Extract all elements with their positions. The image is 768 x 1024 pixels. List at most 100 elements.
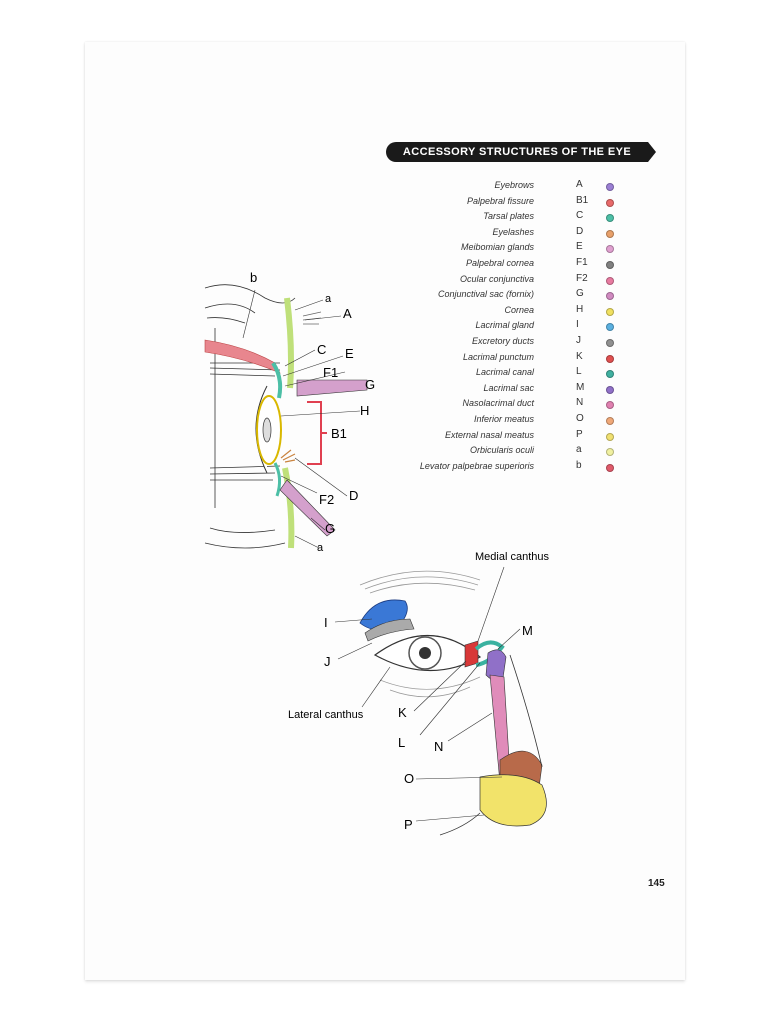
legend-name: Lacrimal punctum xyxy=(462,351,534,362)
legend-row: Ocular conjunctiva F2 xyxy=(420,272,620,290)
legend-letter: H xyxy=(576,303,584,315)
legend-name: Eyebrows xyxy=(494,180,534,190)
label-lateral-canthus: Lateral canthus xyxy=(288,709,364,721)
legend-color-dot xyxy=(606,448,614,457)
legend-row: Lacrimal gland I xyxy=(420,319,620,336)
legend-letter: D xyxy=(576,225,584,237)
nose-outline xyxy=(439,654,543,836)
page-title: ACCESSORY STRUCTURES OF THE EYE xyxy=(386,142,656,162)
pupil xyxy=(419,647,431,659)
label-a-bottom: a xyxy=(317,542,324,554)
label-P: P xyxy=(404,817,413,832)
legend-letter: F1 xyxy=(576,257,588,268)
legend-row: Excretory ducts J xyxy=(420,335,620,352)
legend-row: Lacrimal sac M xyxy=(420,381,620,399)
label-K: K xyxy=(398,705,407,720)
legend-letter: E xyxy=(576,241,583,253)
tarsal-plate-upper xyxy=(271,361,283,399)
legend-color-dot xyxy=(606,307,614,316)
legend-color-dot xyxy=(606,292,614,301)
eyebrow-hatch xyxy=(359,570,481,594)
legend-color-dot xyxy=(606,245,614,254)
label-E: E xyxy=(345,346,354,361)
conjunctival-sac-lower xyxy=(279,479,336,537)
legend-letter: K xyxy=(576,350,583,362)
legend-color-dot xyxy=(606,432,614,441)
label-I: I xyxy=(324,615,328,630)
label-C: C xyxy=(317,342,326,357)
label-D: D xyxy=(349,488,358,503)
label-A: A xyxy=(343,306,352,321)
label-B1: B1 xyxy=(331,426,347,441)
legend-letter: N xyxy=(576,397,584,409)
label-a-top: a xyxy=(325,293,332,305)
label-G-bottom: G xyxy=(325,521,335,536)
label-b: b xyxy=(250,270,257,285)
tissue-outline xyxy=(204,284,296,549)
label-lines xyxy=(242,289,361,549)
legend-letter: B1 xyxy=(576,194,589,206)
legend-letter: F2 xyxy=(576,272,588,284)
legend-name: Ocular conjunctiva xyxy=(459,273,534,284)
legend-name: Lacrimal sac xyxy=(483,382,534,393)
lacrimal-apparatus-diagram: Medial canthus Lateral canthus I J K L M… xyxy=(288,551,549,836)
legend-letter: J xyxy=(576,335,581,346)
legend-name: Palpebral fissure xyxy=(466,195,534,206)
legend-name: Palpebral cornea xyxy=(465,258,534,268)
legend-letter: A xyxy=(576,179,583,190)
label-H: H xyxy=(360,403,369,418)
legend-name: Orbicularis oculi xyxy=(469,445,534,456)
legend-color-dot xyxy=(606,276,614,285)
eyebrow-hair xyxy=(302,311,322,325)
legend-name: Lacrimal gland xyxy=(475,320,534,331)
book-page xyxy=(85,42,685,980)
legend-name: Meibomian glands xyxy=(460,242,534,253)
legend-name: External nasal meatus xyxy=(444,429,534,440)
label-O: O xyxy=(404,771,414,786)
label-G-top: G xyxy=(365,377,375,392)
legend-letter: I xyxy=(576,319,579,331)
legend-letter: b xyxy=(576,459,582,471)
legend-row: Eyelashes D xyxy=(420,225,620,243)
legend-name: Levator palpebrae superioris xyxy=(419,460,534,471)
legend-color-dot xyxy=(606,214,614,223)
legend-color-dot xyxy=(606,354,614,363)
eyelid-creases xyxy=(379,676,481,698)
eyelashes-lower xyxy=(280,449,296,463)
legend-color-dot xyxy=(606,261,614,269)
legend-row: Meibomian glands E xyxy=(420,241,620,258)
legend-color-dot xyxy=(606,183,614,191)
legend-letter: L xyxy=(576,366,582,378)
legend-row: External nasal meatus P xyxy=(420,428,620,446)
label-L: L xyxy=(398,735,405,750)
legend-name: Nasolacrimal duct xyxy=(462,398,534,409)
legend-row: Palpebral cornea F1 xyxy=(420,257,620,274)
tarsal-plate-lower xyxy=(273,462,282,497)
label-medial-canthus: Medial canthus xyxy=(475,551,549,563)
legend-letter: P xyxy=(576,428,583,440)
conjunctival-sac-upper xyxy=(296,379,368,397)
legend-name: Cornea xyxy=(504,304,534,315)
legend-letter: C xyxy=(576,210,584,222)
legend-name: Excretory ducts xyxy=(471,336,534,346)
orbicularis-strip xyxy=(284,297,294,389)
page-number: 145 xyxy=(648,878,665,889)
legend-color-dot xyxy=(606,401,614,410)
legend-letter: O xyxy=(576,413,584,424)
legend-letter: M xyxy=(576,381,585,393)
legend-color-dot xyxy=(606,198,614,207)
legend-color-dot xyxy=(606,323,614,332)
lacrimal-canal xyxy=(474,640,505,667)
label-F1: F1 xyxy=(323,365,338,380)
eyelid-section-diagram: b a A C E F1 G H B1 F2 D G a xyxy=(204,270,375,554)
legend-name: Eyelashes xyxy=(492,226,534,237)
legend-row: Levator palpebrae superioris b xyxy=(419,459,620,477)
excretory-ducts xyxy=(364,618,415,642)
legend-color-dot xyxy=(606,463,614,472)
legend-color-dot xyxy=(606,339,614,347)
label-J: J xyxy=(324,654,331,669)
legend-color-dot xyxy=(606,417,614,425)
legend-row: Conjunctival sac (fornix)G xyxy=(420,288,620,305)
